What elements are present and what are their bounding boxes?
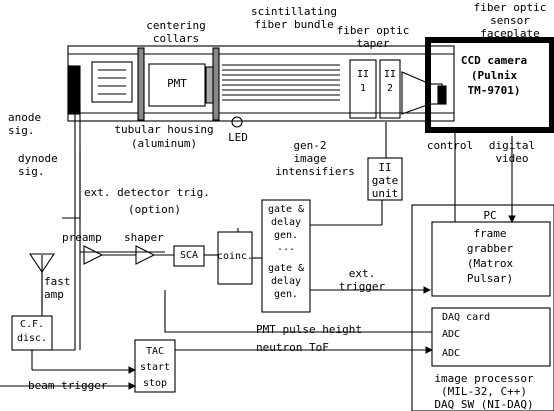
sensor-faceplate xyxy=(437,85,447,105)
faceplate-label-1: fiber optic xyxy=(473,1,547,14)
ccd-label-3: TM-9701) xyxy=(467,84,521,97)
faceplate-label-3: faceplate xyxy=(480,27,540,40)
anode-label-1: anode xyxy=(8,111,42,124)
daq-card-box xyxy=(431,307,551,367)
ext-trigger-label-2: trigger xyxy=(338,280,386,293)
digital-label-1: digital xyxy=(488,139,536,152)
fg-label-3: (Matrox xyxy=(466,257,514,270)
pc-label: PC xyxy=(483,209,497,222)
faceplate-label-2: sensor xyxy=(490,14,530,27)
improc-label-2: (MIL-32, C++) xyxy=(440,385,528,398)
front-cap xyxy=(67,65,81,115)
aluminum-label: (aluminum) xyxy=(130,137,198,150)
pmt-height-label: PMT pulse height xyxy=(256,323,362,336)
anode-label-2: sig. xyxy=(8,124,35,137)
ccd-camera-box xyxy=(425,37,554,133)
collar-1 xyxy=(137,47,145,121)
ii1-num: 1 xyxy=(359,83,367,94)
ext-trigger-label-1: ext. xyxy=(348,267,376,280)
pmt-label: PMT xyxy=(167,77,187,90)
ext-trig-label-1: ext. detector trig. xyxy=(84,186,210,199)
daq-label: DAQ card xyxy=(442,312,491,323)
fg-label-4: Pulsar) xyxy=(466,272,514,285)
ii-gate-label-3: unit xyxy=(371,187,399,200)
start-label: start xyxy=(139,362,171,373)
image-intensifier-1 xyxy=(349,59,377,119)
gen2-label-2: image xyxy=(293,152,327,165)
ii1-label: II xyxy=(356,69,370,80)
ii2-label: II xyxy=(383,69,397,80)
fiber-bundle xyxy=(222,64,340,101)
fg-label-2: grabber xyxy=(466,242,514,255)
fast-amp-label-1: fast xyxy=(44,275,71,288)
improc-label-1: image processor xyxy=(434,372,534,385)
detector-housing xyxy=(67,45,455,122)
led-label: LED xyxy=(228,131,248,144)
coinc-label: coinc. xyxy=(216,251,254,262)
image-intensifier-2 xyxy=(379,59,401,119)
scint-label-1: scintillating xyxy=(250,5,338,18)
taper-label-2: taper xyxy=(356,37,390,50)
gate-delay-box xyxy=(261,199,311,313)
pmt-box xyxy=(148,63,206,107)
shaper-triangle xyxy=(135,245,156,265)
gd1-label-2: delay xyxy=(270,217,302,228)
ii2-num: 2 xyxy=(386,83,394,94)
tac-box xyxy=(134,339,176,393)
gen2-label-3: intensifiers xyxy=(275,165,355,178)
shaper-label: shaper xyxy=(124,231,164,244)
beam-trigger-label: beam trigger xyxy=(28,379,108,392)
ccd-label-2: (Pulnix xyxy=(470,69,518,82)
fast-amp-label-2: amp xyxy=(44,288,64,301)
ii-gate-label-1: II xyxy=(378,161,392,174)
stop-label: stop xyxy=(142,378,168,389)
frame-grabber-box xyxy=(431,221,551,297)
tac-label: TAC xyxy=(145,346,165,357)
gen2-label-1: gen-2 xyxy=(293,139,327,152)
gd2-label-2: delay xyxy=(270,276,302,287)
tof-label: neutron ToF xyxy=(256,341,329,354)
dynode-label-2: sig. xyxy=(18,165,45,178)
ccd-label-1: CCD camera xyxy=(460,54,528,67)
sca-box xyxy=(173,245,205,267)
centering-label-2: collars xyxy=(152,32,200,45)
preamp-triangle xyxy=(83,245,104,265)
tubular-label: tubular housing xyxy=(114,123,214,136)
led-symbol xyxy=(231,116,243,128)
cf-label-2: disc. xyxy=(16,333,48,344)
fg-label-1: frame xyxy=(473,227,507,240)
control-label: control xyxy=(426,139,474,152)
gd1-label-1: gate & xyxy=(267,204,305,215)
adc2-label: ADC xyxy=(442,348,461,359)
gd2-label-3: gen. xyxy=(273,289,299,300)
dynode-label-1: dynode xyxy=(18,152,58,165)
gd-separator: --- xyxy=(276,244,296,255)
scint-label-2: fiber bundle xyxy=(254,18,334,31)
sca-label: SCA xyxy=(179,250,199,261)
pc-box xyxy=(411,204,554,411)
fast-amp-triangle xyxy=(28,253,56,273)
digital-label-2: video xyxy=(495,152,529,165)
taper-label-1: fiber optic xyxy=(336,24,410,37)
centering-label-1: centering xyxy=(146,19,206,32)
ii-gate-label-2: gate xyxy=(371,174,399,187)
gd1-label-3: gen. xyxy=(273,230,299,241)
cf-label-1: C.F. xyxy=(19,319,45,330)
ii-gate-unit-box xyxy=(367,157,403,201)
daq-sw-label: DAQ SW (NI-DAQ) xyxy=(434,398,534,411)
adc1-label: ADC xyxy=(442,329,461,340)
preamp-label: preamp xyxy=(62,231,102,244)
gd2-label-1: gate & xyxy=(267,263,305,274)
ext-trig-label-2: (option) xyxy=(128,203,181,216)
collar-2 xyxy=(212,47,220,121)
